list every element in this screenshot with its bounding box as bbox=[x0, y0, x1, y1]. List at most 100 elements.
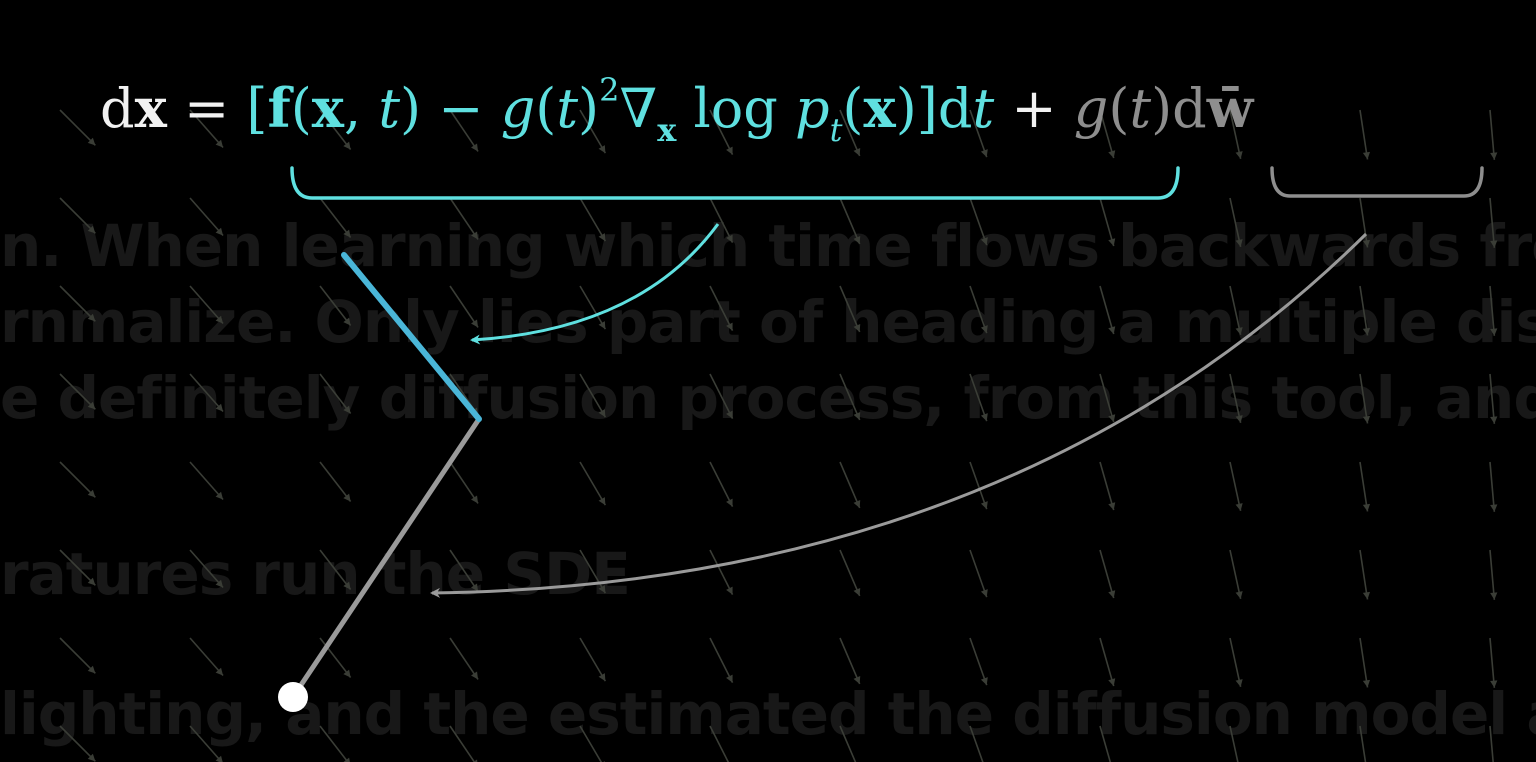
field-arrow bbox=[839, 109, 861, 157]
start-point bbox=[278, 682, 308, 712]
field-arrowhead bbox=[471, 671, 479, 680]
field-arrow bbox=[189, 197, 224, 237]
field-arrowhead bbox=[980, 325, 988, 334]
field-arrowhead bbox=[87, 313, 96, 322]
field-arrowhead bbox=[980, 237, 988, 246]
field-arrow bbox=[709, 725, 730, 762]
field-arrowhead bbox=[343, 229, 351, 238]
field-arrow bbox=[839, 197, 861, 245]
field-arrow bbox=[449, 725, 476, 762]
field-arrowhead bbox=[1490, 152, 1498, 160]
plus-sign: + bbox=[1011, 77, 1057, 140]
field-arrow bbox=[579, 285, 607, 330]
field-arrowhead bbox=[87, 401, 96, 410]
field-arrow bbox=[1099, 373, 1115, 423]
field-arrow bbox=[189, 109, 224, 149]
field-arrow bbox=[449, 461, 479, 504]
field-arrowhead bbox=[853, 235, 861, 244]
field-arrow bbox=[59, 373, 96, 410]
field-arrowhead bbox=[726, 586, 733, 595]
field-arrowhead bbox=[471, 231, 479, 240]
field-arrowhead bbox=[343, 405, 351, 414]
field-arrowhead bbox=[343, 493, 351, 502]
field-arrowhead bbox=[1235, 151, 1243, 159]
field-arrow bbox=[1359, 197, 1369, 248]
field-arrow bbox=[709, 197, 734, 243]
field-arrowhead bbox=[1362, 503, 1371, 512]
field-arrowhead bbox=[471, 143, 479, 152]
field-arrowhead bbox=[1108, 414, 1116, 423]
equation-lhs: ddxx bbox=[100, 76, 167, 140]
field-arrow bbox=[1489, 285, 1496, 336]
field-arrow bbox=[319, 725, 349, 762]
field-arrow bbox=[969, 725, 984, 762]
field-arrow bbox=[579, 373, 607, 418]
field-arrowhead bbox=[726, 234, 733, 243]
field-arrowhead bbox=[215, 667, 224, 676]
field-arrow bbox=[969, 549, 988, 598]
field-arrow bbox=[709, 373, 734, 419]
field-arrow bbox=[1229, 197, 1242, 248]
field-arrowhead bbox=[726, 674, 733, 683]
field-arrowhead bbox=[215, 139, 224, 148]
field-arrowhead bbox=[215, 755, 223, 762]
field-arrow bbox=[319, 197, 352, 239]
field-arrow bbox=[59, 637, 96, 674]
field-arrow bbox=[839, 461, 861, 509]
field-arrowhead bbox=[87, 753, 96, 762]
field-arrowhead bbox=[1235, 591, 1243, 599]
field-arrow bbox=[59, 109, 96, 146]
field-arrowhead bbox=[1108, 150, 1116, 159]
diffusion-arrow bbox=[430, 232, 1368, 598]
field-arrowhead bbox=[1362, 327, 1371, 336]
field-arrow bbox=[839, 373, 861, 421]
field-arrow bbox=[969, 373, 988, 422]
field-arrowhead bbox=[1490, 328, 1498, 336]
drift-underbrace bbox=[290, 166, 1180, 200]
field-arrow bbox=[189, 637, 224, 677]
field-arrowhead bbox=[980, 589, 988, 598]
field-arrow bbox=[839, 637, 861, 685]
field-arrow bbox=[1489, 109, 1496, 160]
field-arrow bbox=[189, 549, 224, 589]
field-arrow bbox=[1099, 549, 1115, 599]
field-arrowhead bbox=[726, 410, 733, 419]
field-arrowhead bbox=[1362, 415, 1371, 424]
field-arrow bbox=[1489, 197, 1496, 248]
drift-step-segment bbox=[341, 252, 482, 422]
field-arrow bbox=[969, 461, 988, 510]
reverse-sde-equation: ddxx = [f(x, t) − g(t)2∇x log pt(x)]dt +… bbox=[100, 58, 1253, 159]
field-arrow bbox=[1229, 373, 1242, 424]
field-arrow bbox=[59, 285, 96, 322]
field-arrow bbox=[579, 197, 607, 242]
field-arrow bbox=[579, 549, 607, 594]
field-arrow bbox=[59, 725, 96, 762]
field-arrow bbox=[1229, 461, 1242, 512]
field-arrowhead bbox=[598, 145, 606, 154]
field-arrow bbox=[189, 373, 224, 413]
field-arrow bbox=[1359, 109, 1369, 160]
field-arrow bbox=[1359, 637, 1369, 688]
field-arrowhead bbox=[1362, 151, 1371, 160]
field-arrowhead bbox=[853, 499, 861, 508]
field-arrowhead bbox=[87, 577, 96, 586]
field-arrowhead bbox=[1490, 240, 1498, 248]
drift-term: [f(x, t) − g(t)2∇x log pt(x)]dt bbox=[246, 71, 995, 149]
diffusion-term: g(t)dw̄ bbox=[1073, 76, 1254, 140]
field-arrowhead bbox=[1108, 326, 1116, 335]
field-arrow bbox=[1099, 109, 1115, 159]
field-arrowhead bbox=[1108, 590, 1116, 599]
field-arrowhead bbox=[215, 491, 224, 500]
field-arrowhead bbox=[343, 141, 351, 150]
field-arrowhead bbox=[215, 579, 224, 588]
field-arrow bbox=[189, 285, 224, 325]
field-arrowhead bbox=[598, 585, 606, 594]
field-arrowhead bbox=[598, 409, 606, 418]
field-arrowhead bbox=[598, 673, 606, 682]
field-arrowhead bbox=[1362, 239, 1371, 248]
field-arrowhead bbox=[471, 319, 479, 328]
field-arrowhead bbox=[1235, 327, 1243, 335]
field-arrowhead bbox=[598, 497, 606, 506]
field-arrow bbox=[319, 109, 352, 151]
